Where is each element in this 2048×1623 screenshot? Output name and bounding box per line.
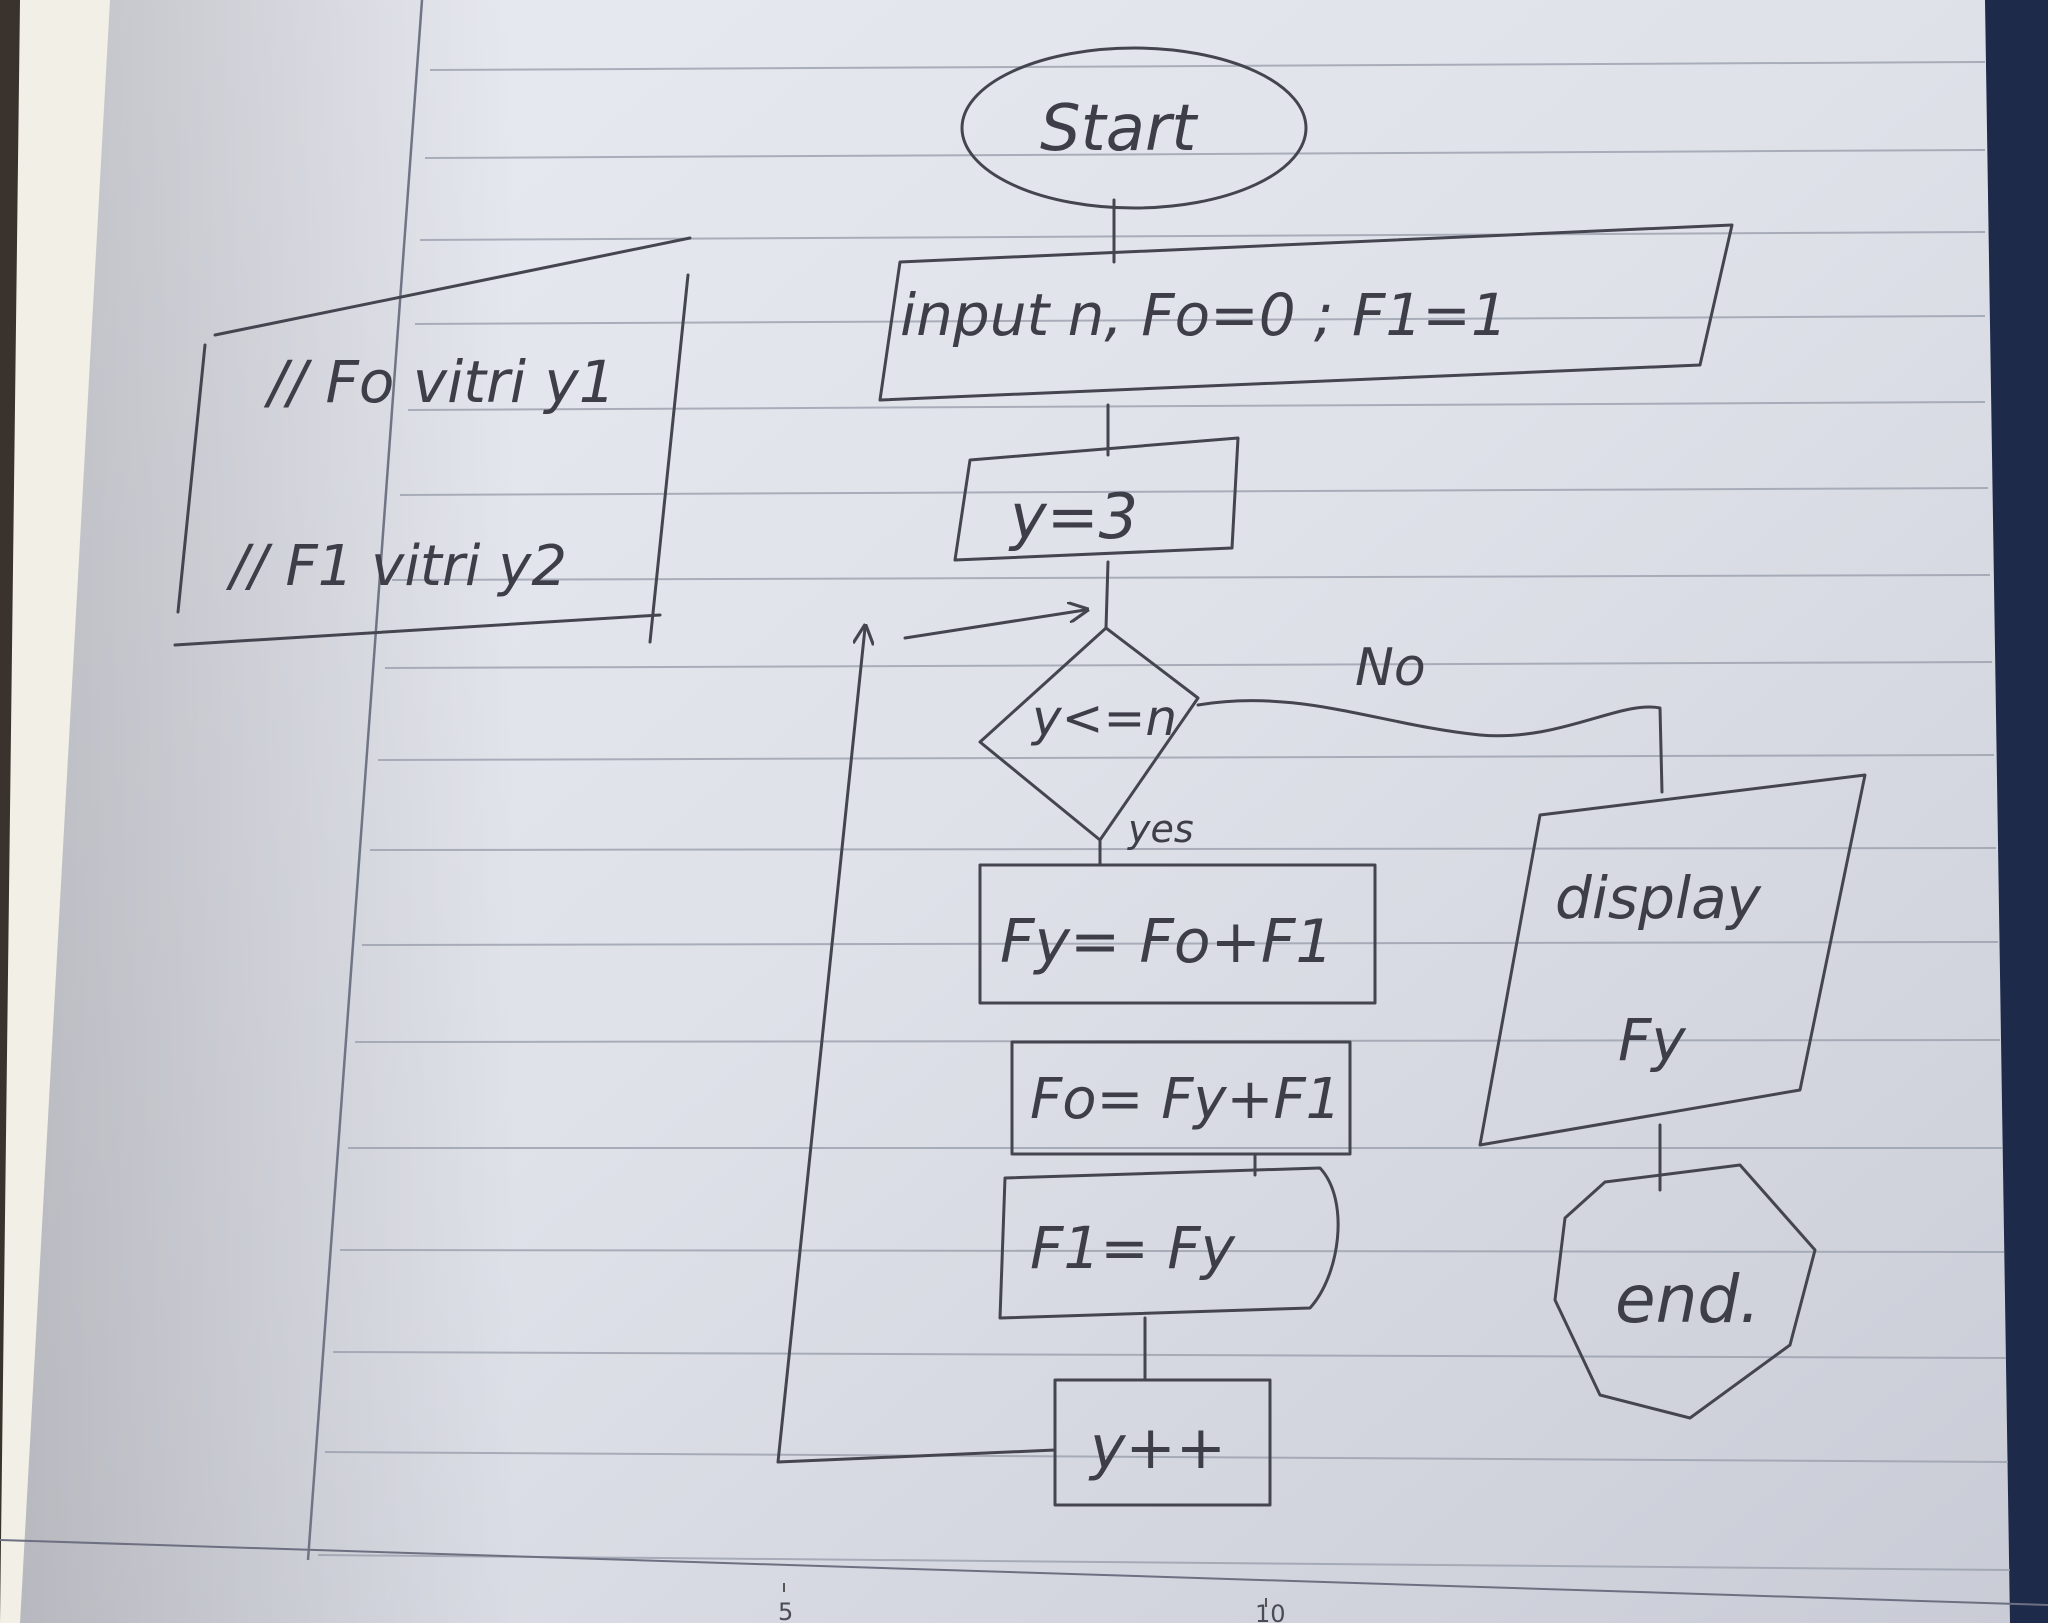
decision-label: y<=n [1030, 689, 1177, 747]
side-note: // Fo vitri y1 // F1 vitri y2 [173, 236, 692, 647]
output-parallelogram [1478, 773, 1867, 1147]
side-note-line-2: // F1 vitri y2 [225, 534, 567, 599]
init-box [953, 436, 1240, 562]
loop-arrow-to-decision [903, 610, 1085, 640]
no-label: No [1355, 638, 1426, 698]
start-label: Start [1040, 92, 1199, 166]
page-shadow [20, 0, 2010, 1623]
input-label: input n, Fo=0 ; F1=1 [900, 281, 1508, 349]
ruler-mark-5: 5 [778, 1598, 793, 1623]
book-cover-edge [1985, 0, 2048, 1623]
input-parallelogram [878, 223, 1734, 402]
step3-label: F1= Fy [1030, 1214, 1236, 1282]
step1-label: Fy= Fo+F1 [1000, 907, 1334, 977]
yes-label: yes [1127, 807, 1194, 851]
flowchart: Start input n, Fo=0 ; F1=1 y=3 y<=n No y… [776, 46, 1867, 1507]
step2-label: Fo= Fy+F1 [1030, 1067, 1341, 1132]
no-branch-line [1196, 699, 1664, 794]
step3-box [998, 1166, 1340, 1320]
step4-label: y++ [1088, 1413, 1226, 1483]
output-value-label: Fy [1618, 1006, 1686, 1074]
end-terminal [1553, 1163, 1817, 1420]
margin-line [306, 0, 424, 1561]
step2-box [1010, 1040, 1352, 1156]
step4-box [1053, 1378, 1272, 1507]
ruled-lines [306, 0, 2011, 1571]
loop-back-line [776, 628, 1057, 1464]
step1-box [978, 863, 1377, 1005]
connector-init-decision [1104, 560, 1110, 630]
end-label: end. [1615, 1261, 1760, 1338]
side-note-box [173, 236, 692, 647]
ruler-mark-10: 10 [1255, 1600, 1286, 1623]
side-note-line-1: // Fo vitri y1 [263, 348, 616, 416]
output-display-label: display [1555, 864, 1762, 932]
start-terminal [960, 46, 1308, 210]
ruler: 5 10 [0, 1539, 2048, 1623]
init-label: y=3 [1008, 480, 1138, 553]
